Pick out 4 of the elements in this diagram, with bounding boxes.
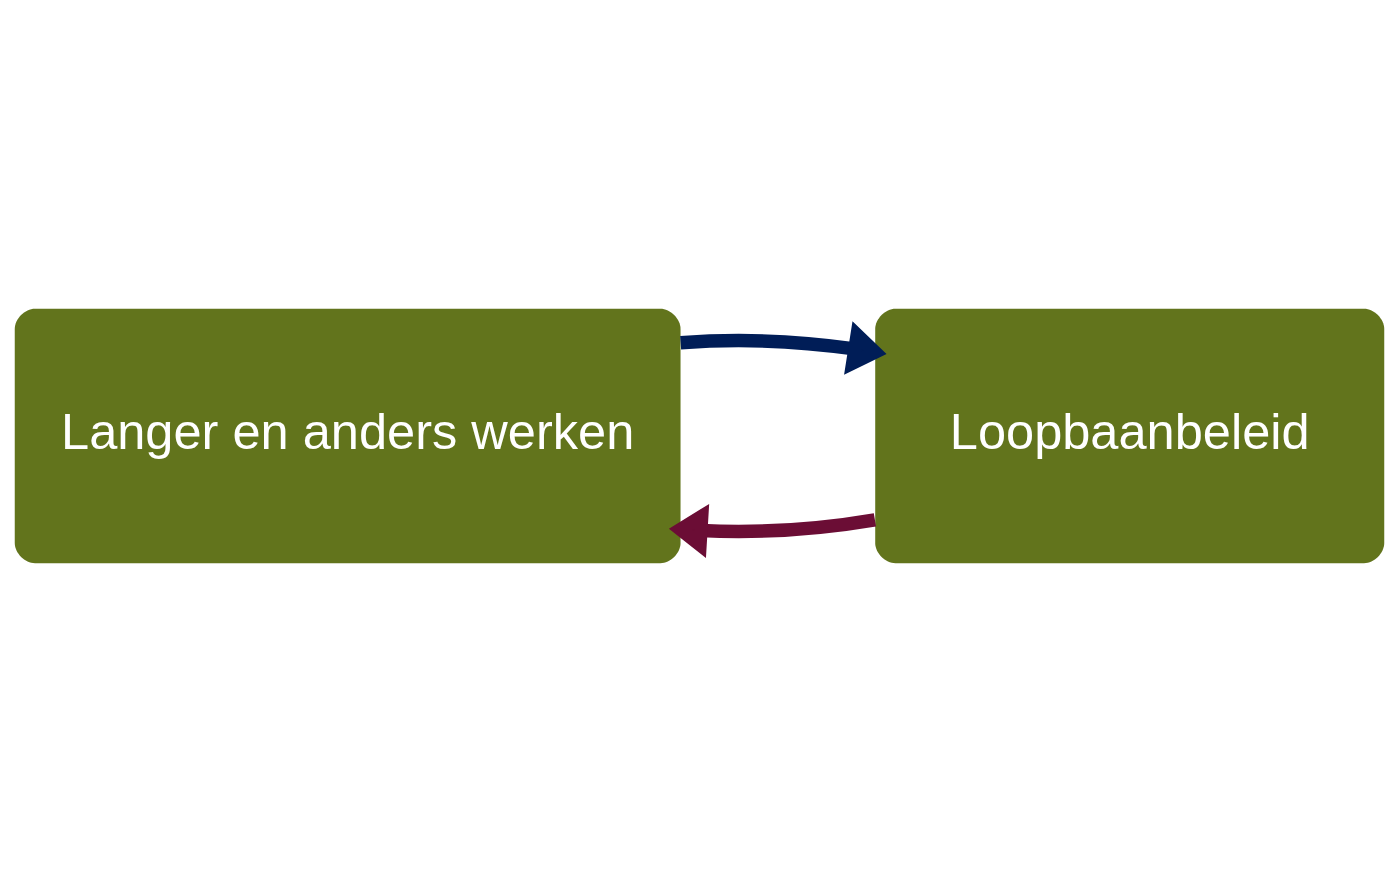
arrow bbox=[680, 321, 887, 375]
arrow bbox=[668, 503, 876, 558]
node-box: Langer en anders werken bbox=[14, 308, 681, 564]
node-box: Loopbaanbeleid bbox=[875, 308, 1385, 564]
